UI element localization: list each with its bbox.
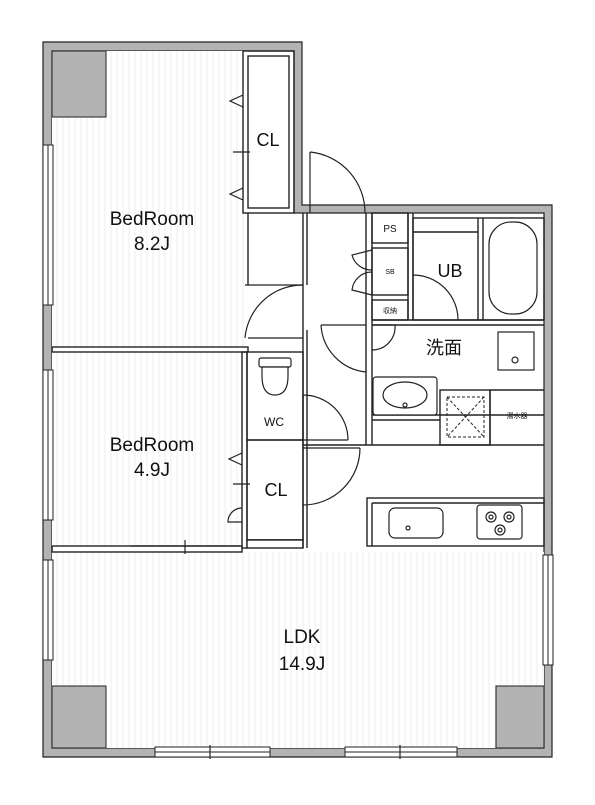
closet-upper-label: CL bbox=[256, 130, 279, 150]
ldk-name: LDK bbox=[284, 627, 321, 648]
window-left-upper bbox=[42, 144, 54, 306]
wc-label: WC bbox=[264, 415, 284, 429]
water-heater-label: 湯水器 bbox=[507, 411, 528, 420]
column-bottom-right bbox=[495, 685, 545, 749]
window-left-middle bbox=[42, 369, 54, 521]
washing-machine-pan bbox=[497, 331, 535, 371]
closet-marks bbox=[227, 94, 250, 523]
storage-label: 収納 bbox=[383, 306, 397, 315]
column-top-left bbox=[51, 50, 107, 118]
bedroom-large-size: 8.2J bbox=[134, 234, 170, 255]
doors bbox=[130, 151, 459, 554]
closet-lower-label: CL bbox=[264, 480, 287, 500]
cooktop bbox=[476, 504, 523, 540]
toilet bbox=[258, 357, 292, 396]
sb-label: SB bbox=[385, 269, 395, 276]
window-left-lower bbox=[42, 559, 54, 661]
ldk-size: 14.9J bbox=[279, 654, 325, 675]
window-right bbox=[542, 554, 554, 666]
column-bottom-left bbox=[51, 685, 107, 749]
kitchen-sink bbox=[388, 507, 444, 539]
ps-label: PS bbox=[383, 224, 397, 235]
ub-label: UB bbox=[437, 261, 462, 281]
bedroom-small-size: 4.9J bbox=[134, 460, 170, 481]
bedroom-large-name: BedRoom bbox=[110, 209, 195, 230]
washbasin bbox=[372, 376, 438, 416]
window-bottom-left bbox=[154, 745, 271, 759]
bedroom-small-name: BedRoom bbox=[110, 435, 195, 456]
window-bottom-right bbox=[344, 745, 458, 759]
water-heater bbox=[446, 396, 485, 438]
bathtub bbox=[488, 221, 538, 315]
washroom-label: 洗面 bbox=[426, 338, 462, 358]
ldk-floor bbox=[52, 552, 544, 748]
bedroom-small-floor bbox=[52, 352, 242, 546]
